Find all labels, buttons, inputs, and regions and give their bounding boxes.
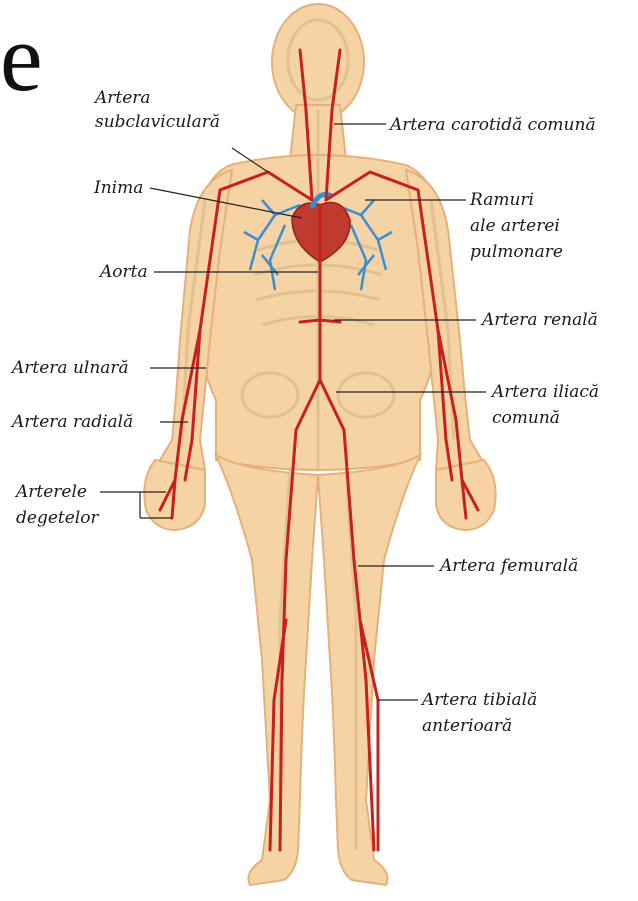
page-fragment-letter: e [0, 10, 43, 106]
label-iliac-line1: Artera iliacă [492, 380, 599, 404]
label-carotid: Artera carotidă comună [390, 113, 596, 137]
label-aorta: Aorta [100, 260, 148, 284]
label-digital-line1: Arterele [16, 480, 87, 504]
label-radial: Artera radială [12, 410, 133, 434]
label-tibial-line2: anterioară [422, 714, 512, 738]
label-heart: Inima [94, 176, 143, 200]
label-renal: Artera renală [482, 308, 598, 332]
label-pulmonary-line2: ale arterei [470, 214, 560, 238]
label-femoral: Artera femurală [440, 554, 578, 578]
label-tibial-line1: Artera tibială [422, 688, 537, 712]
label-pulmonary-line1: Ramuri [470, 188, 534, 212]
label-subclavian-line2: subclaviculară [95, 110, 220, 134]
label-digital-line2: degetelor [16, 506, 99, 530]
label-ulnar: Artera ulnară [12, 356, 129, 380]
label-subclavian-line1: Artera [95, 86, 151, 110]
label-iliac-line2: comună [492, 406, 560, 430]
label-pulmonary-line3: pulmonare [470, 240, 563, 264]
